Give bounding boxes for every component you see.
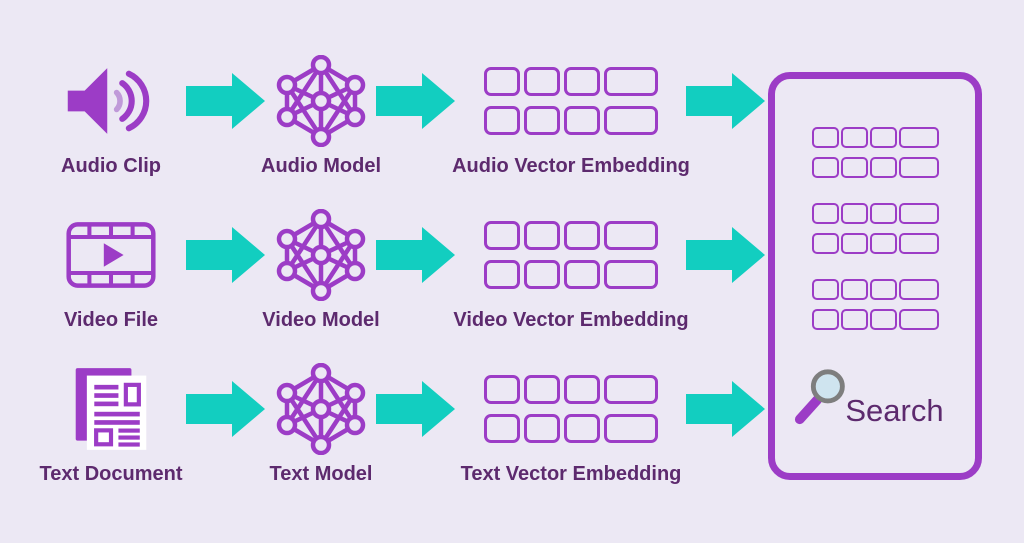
vector-cell bbox=[898, 203, 939, 224]
vector-cell bbox=[840, 127, 868, 148]
magnifier-icon bbox=[795, 369, 846, 425]
vector-embedding-grid bbox=[484, 374, 658, 443]
vector-cell bbox=[869, 309, 897, 330]
vector-cell bbox=[811, 279, 839, 300]
vector-db-container: Search bbox=[768, 72, 982, 480]
pipeline-row-video: Video File bbox=[36, 188, 766, 334]
vector-cell bbox=[840, 157, 868, 178]
vector-cell bbox=[898, 309, 939, 330]
neural-network-icon bbox=[276, 208, 366, 301]
vector-cell bbox=[811, 157, 839, 178]
speaker-icon bbox=[67, 67, 150, 134]
vector-cell bbox=[524, 413, 560, 443]
vector-cell bbox=[840, 309, 868, 330]
vector-cell bbox=[564, 105, 600, 135]
stored-embedding-group bbox=[811, 203, 939, 254]
vector-cell bbox=[564, 66, 600, 96]
stage-audio-source: Audio Clip bbox=[36, 34, 186, 180]
text-document-icon bbox=[75, 367, 147, 450]
vector-cell bbox=[524, 374, 560, 404]
stage-audio-embedding: Audio Vector Embedding bbox=[452, 34, 690, 180]
video-model-label: Video Model bbox=[262, 309, 380, 331]
arrow-right-icon bbox=[686, 381, 765, 437]
vector-cell bbox=[898, 233, 939, 254]
stage-text-source: Text Document bbox=[36, 342, 186, 488]
vector-cell bbox=[840, 279, 868, 300]
video-file-icon bbox=[66, 221, 156, 288]
vector-cell bbox=[869, 233, 897, 254]
vector-cell bbox=[604, 259, 658, 289]
vector-cell bbox=[898, 127, 939, 148]
pipeline-rows: Audio Clip bbox=[36, 34, 766, 488]
pipeline-row-audio: Audio Clip bbox=[36, 34, 766, 180]
stage-audio-model: Audio Model bbox=[261, 34, 381, 180]
vector-cell bbox=[484, 220, 520, 250]
vector-cell bbox=[604, 374, 658, 404]
vector-cell bbox=[564, 220, 600, 250]
arrow-right-icon bbox=[376, 73, 455, 129]
search-block: Search bbox=[792, 367, 944, 429]
vector-cell bbox=[524, 66, 560, 96]
text-model-label: Text Model bbox=[269, 463, 373, 485]
vector-cell bbox=[484, 66, 520, 96]
vector-cell bbox=[869, 127, 897, 148]
vector-cell bbox=[484, 413, 520, 443]
stage-text-model: Text Model bbox=[266, 342, 376, 488]
audio-model-label: Audio Model bbox=[261, 155, 381, 177]
arrow-right-icon bbox=[686, 227, 765, 283]
vector-cell bbox=[484, 374, 520, 404]
pipeline-row-text: Text Document bbox=[36, 342, 766, 488]
video-source-label: Video File bbox=[63, 309, 159, 331]
vector-cell bbox=[524, 105, 560, 135]
vector-cell bbox=[604, 413, 658, 443]
vector-cell bbox=[811, 127, 839, 148]
vector-cell bbox=[484, 259, 520, 289]
vector-cell bbox=[840, 233, 868, 254]
text-source-label: Text Document bbox=[39, 463, 183, 485]
arrow-right-icon bbox=[686, 73, 765, 129]
vector-cell bbox=[869, 157, 897, 178]
vector-cell bbox=[564, 374, 600, 404]
vector-embedding-grid bbox=[484, 220, 658, 289]
neural-network-icon bbox=[276, 362, 366, 455]
arrow-right-icon bbox=[186, 227, 265, 283]
vector-cell bbox=[604, 220, 658, 250]
vector-cell bbox=[869, 203, 897, 224]
stage-video-model: Video Model bbox=[262, 188, 380, 334]
vector-cell bbox=[811, 233, 839, 254]
video-embedding-label: Video Vector Embedding bbox=[453, 309, 689, 331]
stored-embedding-group bbox=[811, 127, 939, 178]
vector-cell bbox=[898, 279, 939, 300]
arrow-right-icon bbox=[186, 381, 265, 437]
vector-cell bbox=[484, 105, 520, 135]
search-label: Search bbox=[845, 393, 944, 428]
vector-cell bbox=[811, 309, 839, 330]
vector-cell bbox=[869, 279, 897, 300]
audio-source-label: Audio Clip bbox=[61, 155, 161, 177]
neural-network-icon bbox=[276, 54, 366, 147]
vector-cell bbox=[524, 259, 560, 289]
stage-video-source: Video File bbox=[36, 188, 186, 334]
stage-text-embedding: Text Vector Embedding bbox=[456, 342, 686, 488]
vector-cell bbox=[524, 220, 560, 250]
stored-embedding-group bbox=[811, 279, 939, 330]
vector-cell bbox=[564, 413, 600, 443]
vector-cell bbox=[811, 203, 839, 224]
vector-cell bbox=[898, 157, 939, 178]
vector-cell bbox=[604, 105, 658, 135]
arrow-right-icon bbox=[186, 73, 265, 129]
vector-cell bbox=[564, 259, 600, 289]
stage-video-embedding: Video Vector Embedding bbox=[453, 188, 689, 334]
arrow-right-icon bbox=[376, 381, 455, 437]
arrow-right-icon bbox=[376, 227, 455, 283]
audio-embedding-label: Audio Vector Embedding bbox=[452, 155, 690, 177]
vector-embedding-grid bbox=[484, 66, 658, 135]
text-embedding-label: Text Vector Embedding bbox=[460, 463, 682, 485]
vector-cell bbox=[604, 66, 658, 96]
vector-cell bbox=[840, 203, 868, 224]
